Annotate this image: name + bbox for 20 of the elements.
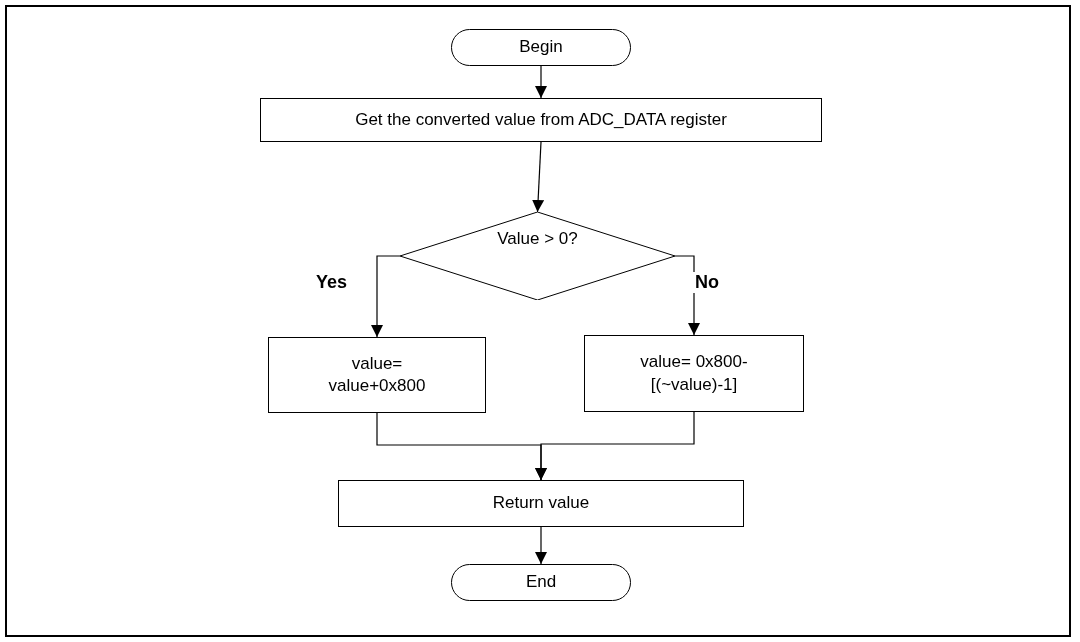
arrow	[535, 526, 547, 565]
process-box	[260, 98, 822, 142]
node-text: Get the converted value from ADC_DATA register	[355, 108, 727, 131]
terminal-shape	[451, 564, 631, 601]
node-text: Begin	[519, 36, 563, 59]
terminal-shape	[451, 29, 631, 66]
node-text: value= 0x800- [(~value)-1]	[639, 351, 749, 396]
node-text: End	[525, 571, 557, 594]
edge-label: No	[693, 272, 721, 293]
arrow	[535, 65, 547, 99]
decision-text: Value > 0?	[497, 227, 578, 250]
decision-diamond	[400, 212, 675, 300]
process-box	[584, 335, 804, 412]
arrow	[535, 411, 695, 481]
arrow	[371, 255, 401, 338]
process-box	[268, 337, 486, 413]
process-box	[338, 480, 744, 527]
node-text: Return value	[492, 492, 590, 515]
arrow	[532, 141, 545, 213]
node-text: value= value+0x800	[327, 352, 427, 397]
